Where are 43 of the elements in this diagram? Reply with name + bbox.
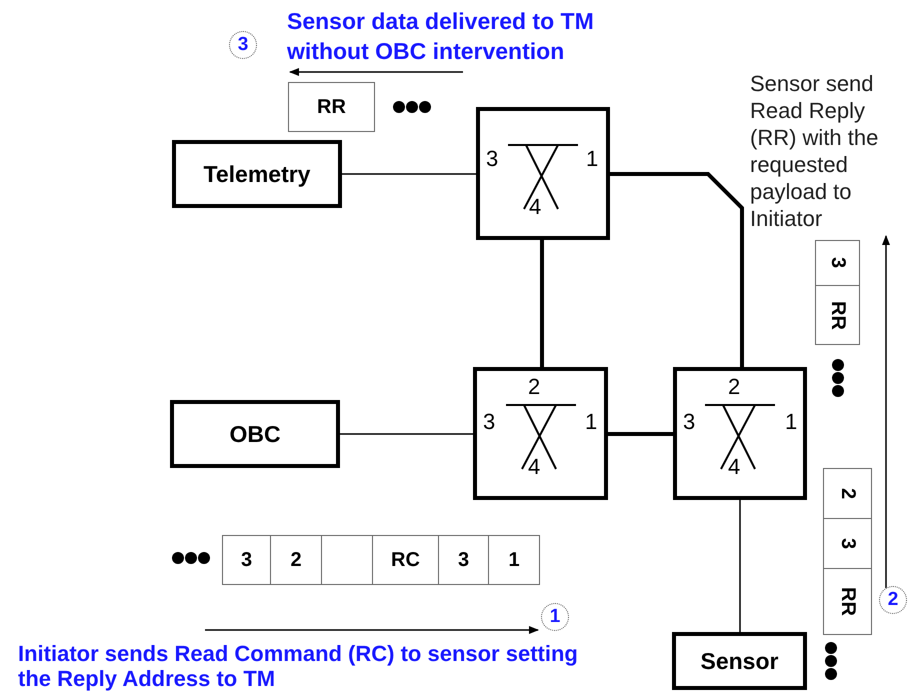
- step-number: 2: [879, 586, 907, 614]
- port-number: 3: [683, 411, 696, 433]
- node-label: Telemetry: [204, 160, 310, 188]
- port-number: 1: [585, 411, 598, 433]
- node-label: Sensor: [700, 648, 778, 674]
- link-line: [739, 500, 741, 632]
- packet-cell: 1: [488, 535, 540, 585]
- packet-cell: 3: [823, 518, 872, 569]
- link-line: [608, 432, 673, 436]
- port-number: 4: [529, 196, 542, 218]
- packet-cell: RR: [815, 285, 860, 345]
- node-label: OBC: [229, 420, 281, 448]
- packet-cell: RR: [288, 82, 375, 132]
- port-number: 2: [728, 376, 740, 398]
- packet-cell: 2: [823, 468, 872, 519]
- port-number: 4: [528, 456, 540, 478]
- port-number: 1: [586, 148, 598, 170]
- router-box: [473, 367, 608, 500]
- port-number: 2: [528, 376, 540, 398]
- packet-cell: RR: [823, 568, 872, 635]
- step-number: 1: [541, 603, 569, 631]
- link-line: [340, 433, 473, 435]
- port-number: 3: [483, 411, 496, 433]
- router-box: [476, 107, 610, 240]
- packet-cell: 3: [222, 535, 271, 585]
- packet-cell: RC: [372, 535, 439, 585]
- packet-cell: 3: [815, 240, 860, 286]
- port-number: 1: [785, 411, 798, 433]
- terminal-box: [170, 400, 340, 468]
- packet-cell: 3: [438, 535, 489, 585]
- port-number: 4: [728, 456, 740, 478]
- port-number: 3: [486, 148, 498, 170]
- note-text: Sensor send Read Reply (RR) with the requested payload to Initiator: [750, 70, 880, 233]
- terminal-box: [172, 140, 342, 208]
- terminal-box: [672, 632, 807, 690]
- caption-text: Sensor data delivered to TM without OBC intervention: [287, 7, 595, 66]
- caption-text: Initiator sends Read Command (RC) to sensor setting the Reply Address to TM: [18, 641, 578, 691]
- link-line: [610, 172, 744, 367]
- link-line: [342, 173, 476, 175]
- link-line: [540, 240, 544, 367]
- packet-cell: 2: [270, 535, 322, 585]
- router-box: [673, 367, 807, 500]
- step-number: 3: [229, 31, 257, 59]
